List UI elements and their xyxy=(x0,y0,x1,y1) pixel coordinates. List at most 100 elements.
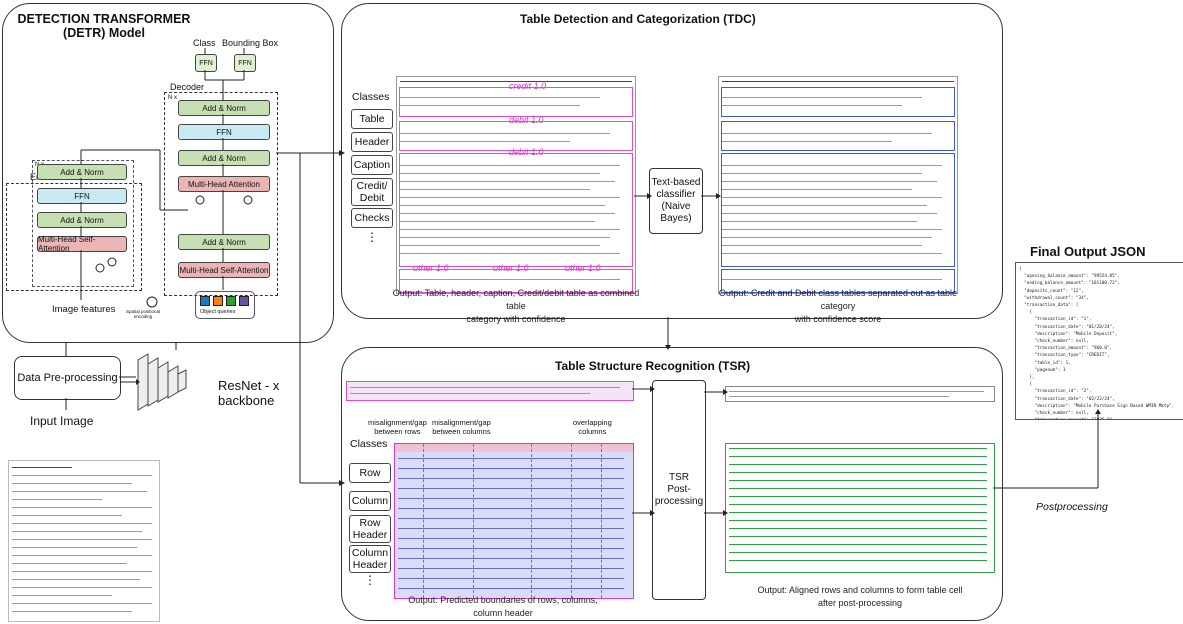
tdc-output-left-caption: Output: Table, header, caption, Credit/d… xyxy=(392,288,640,324)
json-line: { xyxy=(1019,267,1022,272)
encoder-self-attention: Multi-Head Self-Attention xyxy=(37,235,127,253)
tsr-class-ellipsis: ⋮ xyxy=(364,573,376,587)
tdc-output-right-caption: Output: Credit and Debit class tables se… xyxy=(718,288,958,324)
json-line: }, xyxy=(1019,375,1035,381)
json-line: "transaction_id": "2", xyxy=(1019,389,1092,395)
spatial-encoding-label: Spatial positional encoding xyxy=(126,309,161,319)
encoder-add-norm-bottom: Add & Norm xyxy=(37,212,127,228)
tdc-box-other xyxy=(399,269,633,293)
json-line: "transaction_date": "01/20/24", xyxy=(1019,324,1115,330)
tdc-out-box-4 xyxy=(721,269,955,293)
json-line: "transaction_date": "02/22/24", xyxy=(1019,396,1115,402)
decoder-label: Decoder xyxy=(170,82,205,92)
tsr-output-right-caption: Output: Aligned rows and columns to form… xyxy=(757,585,963,608)
json-line: "deposits_count": "12", xyxy=(1019,288,1084,294)
ann-rows-gap: misalignment/gap between rows xyxy=(368,418,427,436)
tsr-aligned-table xyxy=(725,443,995,573)
class-label: Class xyxy=(193,38,216,48)
input-image-label: Input Image xyxy=(30,414,94,428)
bbox-ffn: FFN xyxy=(234,54,256,72)
decoder-nx: N x xyxy=(168,95,177,101)
tdc-box-credit xyxy=(399,87,633,117)
ann-columns-gap: misalignment/gap between columns xyxy=(432,418,491,436)
postprocessing-label: Postprocessing xyxy=(1036,501,1108,513)
image-features-label: Image features xyxy=(52,304,116,315)
tdc-label-credit: credit 1.0 xyxy=(509,81,547,91)
tsr-class-row-header: Row Header xyxy=(349,515,391,543)
json-line: "withdrawal_count": "34", xyxy=(1019,295,1089,301)
tdc-out-box-1 xyxy=(721,87,955,117)
decoder-self-attention: Multi-Head Self-Attention xyxy=(178,262,270,278)
tdc-label-other-3: other 1.0 xyxy=(565,263,601,273)
object-query-green xyxy=(226,296,236,306)
final-output-title: Final Output JSON xyxy=(1030,244,1146,259)
json-line: { xyxy=(1019,310,1032,316)
tdc-classes-heading: Classes xyxy=(352,91,390,103)
ann-overlapping-columns: overlapping columns xyxy=(573,418,612,436)
tdc-class-header: Header xyxy=(351,132,393,152)
json-line: "transaction_data": [ xyxy=(1019,303,1079,309)
data-preprocessing-box: Data Pre-processing xyxy=(14,356,121,400)
input-image-thumbnail xyxy=(8,460,160,622)
json-line: "transaction_amount": "1025.0", xyxy=(1019,417,1183,419)
json-line: "opening_balance_amount": "99554.05", xyxy=(1019,274,1120,280)
final-output-json: { "opening_balance_amount": "99554.05", … xyxy=(1015,262,1183,420)
tdc-box-debit-1 xyxy=(399,121,633,151)
tdc-class-caption: Caption xyxy=(351,155,393,175)
json-line: "description": "Mobile Purchase Sign Bas… xyxy=(1019,403,1175,409)
json-line: "table_id": 1, xyxy=(1019,360,1071,366)
detr-title: DETECTION TRANSFORMER (DETR) Model xyxy=(17,12,191,40)
json-line: "check_number": null, xyxy=(1019,411,1089,417)
tsr-postprocessing-box: TSR Post- processing xyxy=(652,380,706,600)
decoder-ffn: FFN xyxy=(178,124,270,140)
tdc-class-ellipsis: ⋮ xyxy=(366,230,378,244)
json-line: "pagenum": 1 xyxy=(1019,367,1066,373)
json-line: "description": "Mobile Deposit", xyxy=(1019,331,1118,337)
tdc-label-other-1: other 1.0 xyxy=(413,263,449,273)
json-line: "ending_balance_amount": "101100.72", xyxy=(1019,281,1120,287)
resnet-label: ResNet - x backbone xyxy=(218,378,280,408)
tdc-label-debit-2: debit 1.0 xyxy=(509,147,544,157)
encoder-block xyxy=(6,183,142,291)
decoder-add-norm-1: Add & Norm xyxy=(178,100,270,116)
encoder-add-norm-top: Add & Norm xyxy=(37,164,127,180)
json-line: { xyxy=(1019,382,1032,388)
decoder-block xyxy=(164,92,278,296)
tdc-out-box-2 xyxy=(721,121,955,151)
resnet-backbone-graphic xyxy=(120,342,187,411)
detr-connectors xyxy=(80,48,253,308)
tdc-output-document xyxy=(718,76,958,294)
tdc-out-box-3 xyxy=(721,153,955,267)
tdc-box-debit-2 xyxy=(399,153,633,267)
class-ffn: FFN xyxy=(195,54,217,72)
tsr-classes-heading: Classes xyxy=(350,438,388,450)
encoder-stack xyxy=(32,160,134,287)
tsr-class-column: Column xyxy=(349,491,391,511)
tdc-class-table: Table xyxy=(351,109,393,129)
decoder-mh-attention: Multi-Head Attention xyxy=(178,176,270,192)
tdc-label-debit-1: debit 1.0 xyxy=(509,115,544,125)
tsr-predicted-table xyxy=(394,443,634,599)
tsr-class-column-header: Column Header xyxy=(349,545,391,573)
tsr-output-left-caption: Output: Predicted boundaries of rows, co… xyxy=(408,595,598,618)
tsr-header-strip xyxy=(346,381,634,401)
decoder-add-norm-3: Add & Norm xyxy=(178,234,270,250)
json-line: "check_number": null, xyxy=(1019,339,1089,345)
tsr-class-row: Row xyxy=(349,463,391,483)
json-line: "transaction_id": "1", xyxy=(1019,317,1092,323)
tdc-label-other-2: other 1.0 xyxy=(493,263,529,273)
decoder-add-norm-2: Add & Norm xyxy=(178,150,270,166)
tdc-title: Table Detection and Categorization (TDC) xyxy=(520,12,756,26)
tsr-title: Table Structure Recognition (TSR) xyxy=(555,359,751,373)
encoder-ffn: FFN xyxy=(37,188,127,204)
tdc-input-document: credit 1.0 debit 1.0 debit 1.0 other 1.0… xyxy=(396,76,636,294)
json-line: "transaction_amount": "960.0", xyxy=(1019,346,1113,352)
tdc-class-checks: Checks xyxy=(351,208,393,228)
object-queries-box xyxy=(195,291,255,319)
text-classifier-box: Text-based classifier (Naive Bayes) xyxy=(649,168,703,234)
bbox-label: Bounding Box xyxy=(222,38,279,48)
object-query-blue xyxy=(200,296,210,306)
json-line: "transaction_type": "CREDIT", xyxy=(1019,353,1110,359)
object-queries-label: Object queries xyxy=(200,309,236,315)
